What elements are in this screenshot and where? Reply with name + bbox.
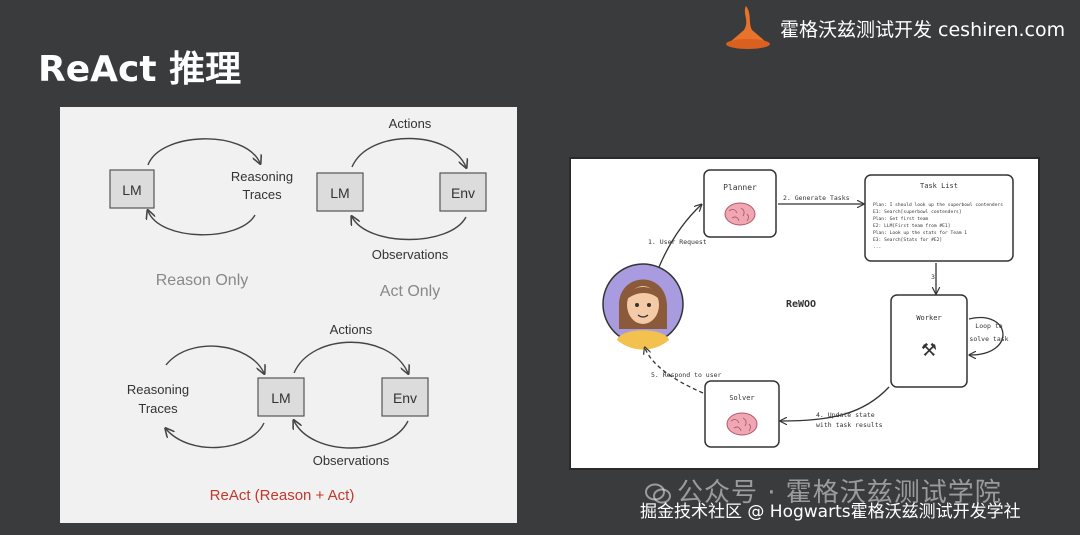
solver-label: Solver: [729, 394, 754, 402]
loop-label-line1: Loop to: [975, 322, 1002, 330]
react-diagram-panel: LM Reasoning Traces Reason Only LM Env A…: [60, 107, 517, 523]
loop-arrow: [969, 316, 1004, 355]
reason-only-reasoning-line2: Traces: [242, 187, 282, 202]
task-list-title: Task List: [920, 182, 958, 190]
react-reasoning-top-arrow: [165, 345, 264, 373]
task-list-box: [864, 174, 1014, 262]
task-list-line: Plan: Look up the stats for Team 1: [873, 230, 967, 236]
step3-label: 3: [931, 273, 935, 281]
respond-arrow: [645, 348, 704, 394]
footer-credit: 掘金技术社区 @ Hogwarts霍格沃兹测试开发学社: [640, 502, 1021, 522]
task-list-line: ...: [873, 245, 881, 250]
tools-icon: ⚒: [921, 340, 937, 361]
step4-label-line1: 4. Update state: [816, 411, 875, 419]
act-only-observations-arrow: [352, 217, 467, 241]
react-reasoning-bottom-arrow: [166, 422, 265, 449]
rewoo-center-label: ReWOO: [786, 299, 816, 310]
act-only-actions-label: Actions: [389, 116, 432, 131]
react-lm-box: [257, 377, 305, 417]
wechat-watermark: 公众号 · 霍格沃兹测试学院: [645, 472, 1002, 509]
step1-label: 1. User Request: [648, 238, 707, 246]
reason-only-caption: Reason Only: [156, 272, 249, 289]
planner-brain-icon: [724, 202, 756, 226]
task-list-line: Plan: I should look up the superbowl con…: [873, 202, 1003, 208]
react-diagram: LM Reasoning Traces Reason Only LM Env A…: [109, 116, 487, 504]
rewoo-diagram: Planner Task List Plan: I should look up…: [602, 169, 1014, 448]
reason-only-reasoning-line1: Reasoning: [231, 169, 293, 184]
step4-label-line2: with task results: [816, 421, 883, 429]
react-lm-label: LM: [271, 390, 290, 406]
worker-box: [890, 294, 968, 388]
reason-only-bottom-arrow: [148, 211, 256, 236]
act-only-actions-arrow: [351, 137, 466, 168]
react-observations-label: Observations: [313, 453, 390, 468]
user-avatar: [602, 263, 684, 350]
wizard-hat-logo-icon: [726, 6, 770, 49]
react-env-box: [381, 377, 429, 417]
rewoo-diagram-panel: Planner Task List Plan: I should look up…: [569, 157, 1040, 470]
planner-label: Planner: [723, 183, 757, 192]
task-list-line: E1: Search[superbowl contenders]: [873, 209, 962, 215]
page-title: ReAct 推理: [38, 49, 242, 90]
act-only-observations-label: Observations: [372, 247, 449, 262]
react-actions-label: Actions: [330, 322, 373, 337]
act-only-env-box: [439, 172, 487, 212]
task-list-line: E3: Search[Stats for #E2]: [873, 237, 942, 243]
act-only-lm-box: [316, 172, 364, 212]
reason-only-lm-label: LM: [122, 182, 141, 198]
react-reasoning-line2: Traces: [138, 401, 178, 416]
step2-label: 2. Generate Tasks: [783, 194, 850, 202]
wechat-icon: [645, 483, 671, 503]
reason-only-top-arrow: [147, 138, 260, 165]
react-reasoning-line1: Reasoning: [127, 382, 189, 397]
act-only-caption: Act Only: [380, 283, 440, 300]
reason-only-lm-box: [109, 169, 155, 209]
act-only-lm-label: LM: [330, 185, 349, 201]
watermark-text: 公众号 · 霍格沃兹测试学院: [677, 478, 1002, 508]
act-only-group: LM Env Actions Observations Act Only: [316, 116, 487, 300]
brand-header: 霍格沃兹测试开发 ceshiren.com: [722, 4, 1065, 52]
brand-text: 霍格沃兹测试开发 ceshiren.com: [780, 18, 1066, 41]
loop-label-line2: solve task: [969, 335, 1008, 343]
task-list-line: Plan: Get first team: [873, 216, 929, 222]
react-actions-arrow: [293, 341, 408, 373]
user-request-arrow: [658, 205, 701, 268]
react-env-label: Env: [393, 390, 417, 406]
task-list-line: E2: LLM[First team from #E1]: [873, 223, 950, 229]
reason-only-group: LM Reasoning Traces Reason Only: [109, 138, 293, 289]
step5-label: 5. Respond to user: [651, 371, 722, 379]
react-observations-arrow: [294, 421, 409, 449]
react-caption: ReAct (Reason + Act): [210, 487, 355, 504]
act-only-env-label: Env: [451, 185, 475, 201]
react-group: LM Env Actions Observations Reasoning Tr…: [127, 322, 429, 504]
solver-brain-icon: [726, 412, 758, 436]
update-state-arrow: [781, 386, 890, 421]
worker-label: Worker: [916, 314, 941, 322]
